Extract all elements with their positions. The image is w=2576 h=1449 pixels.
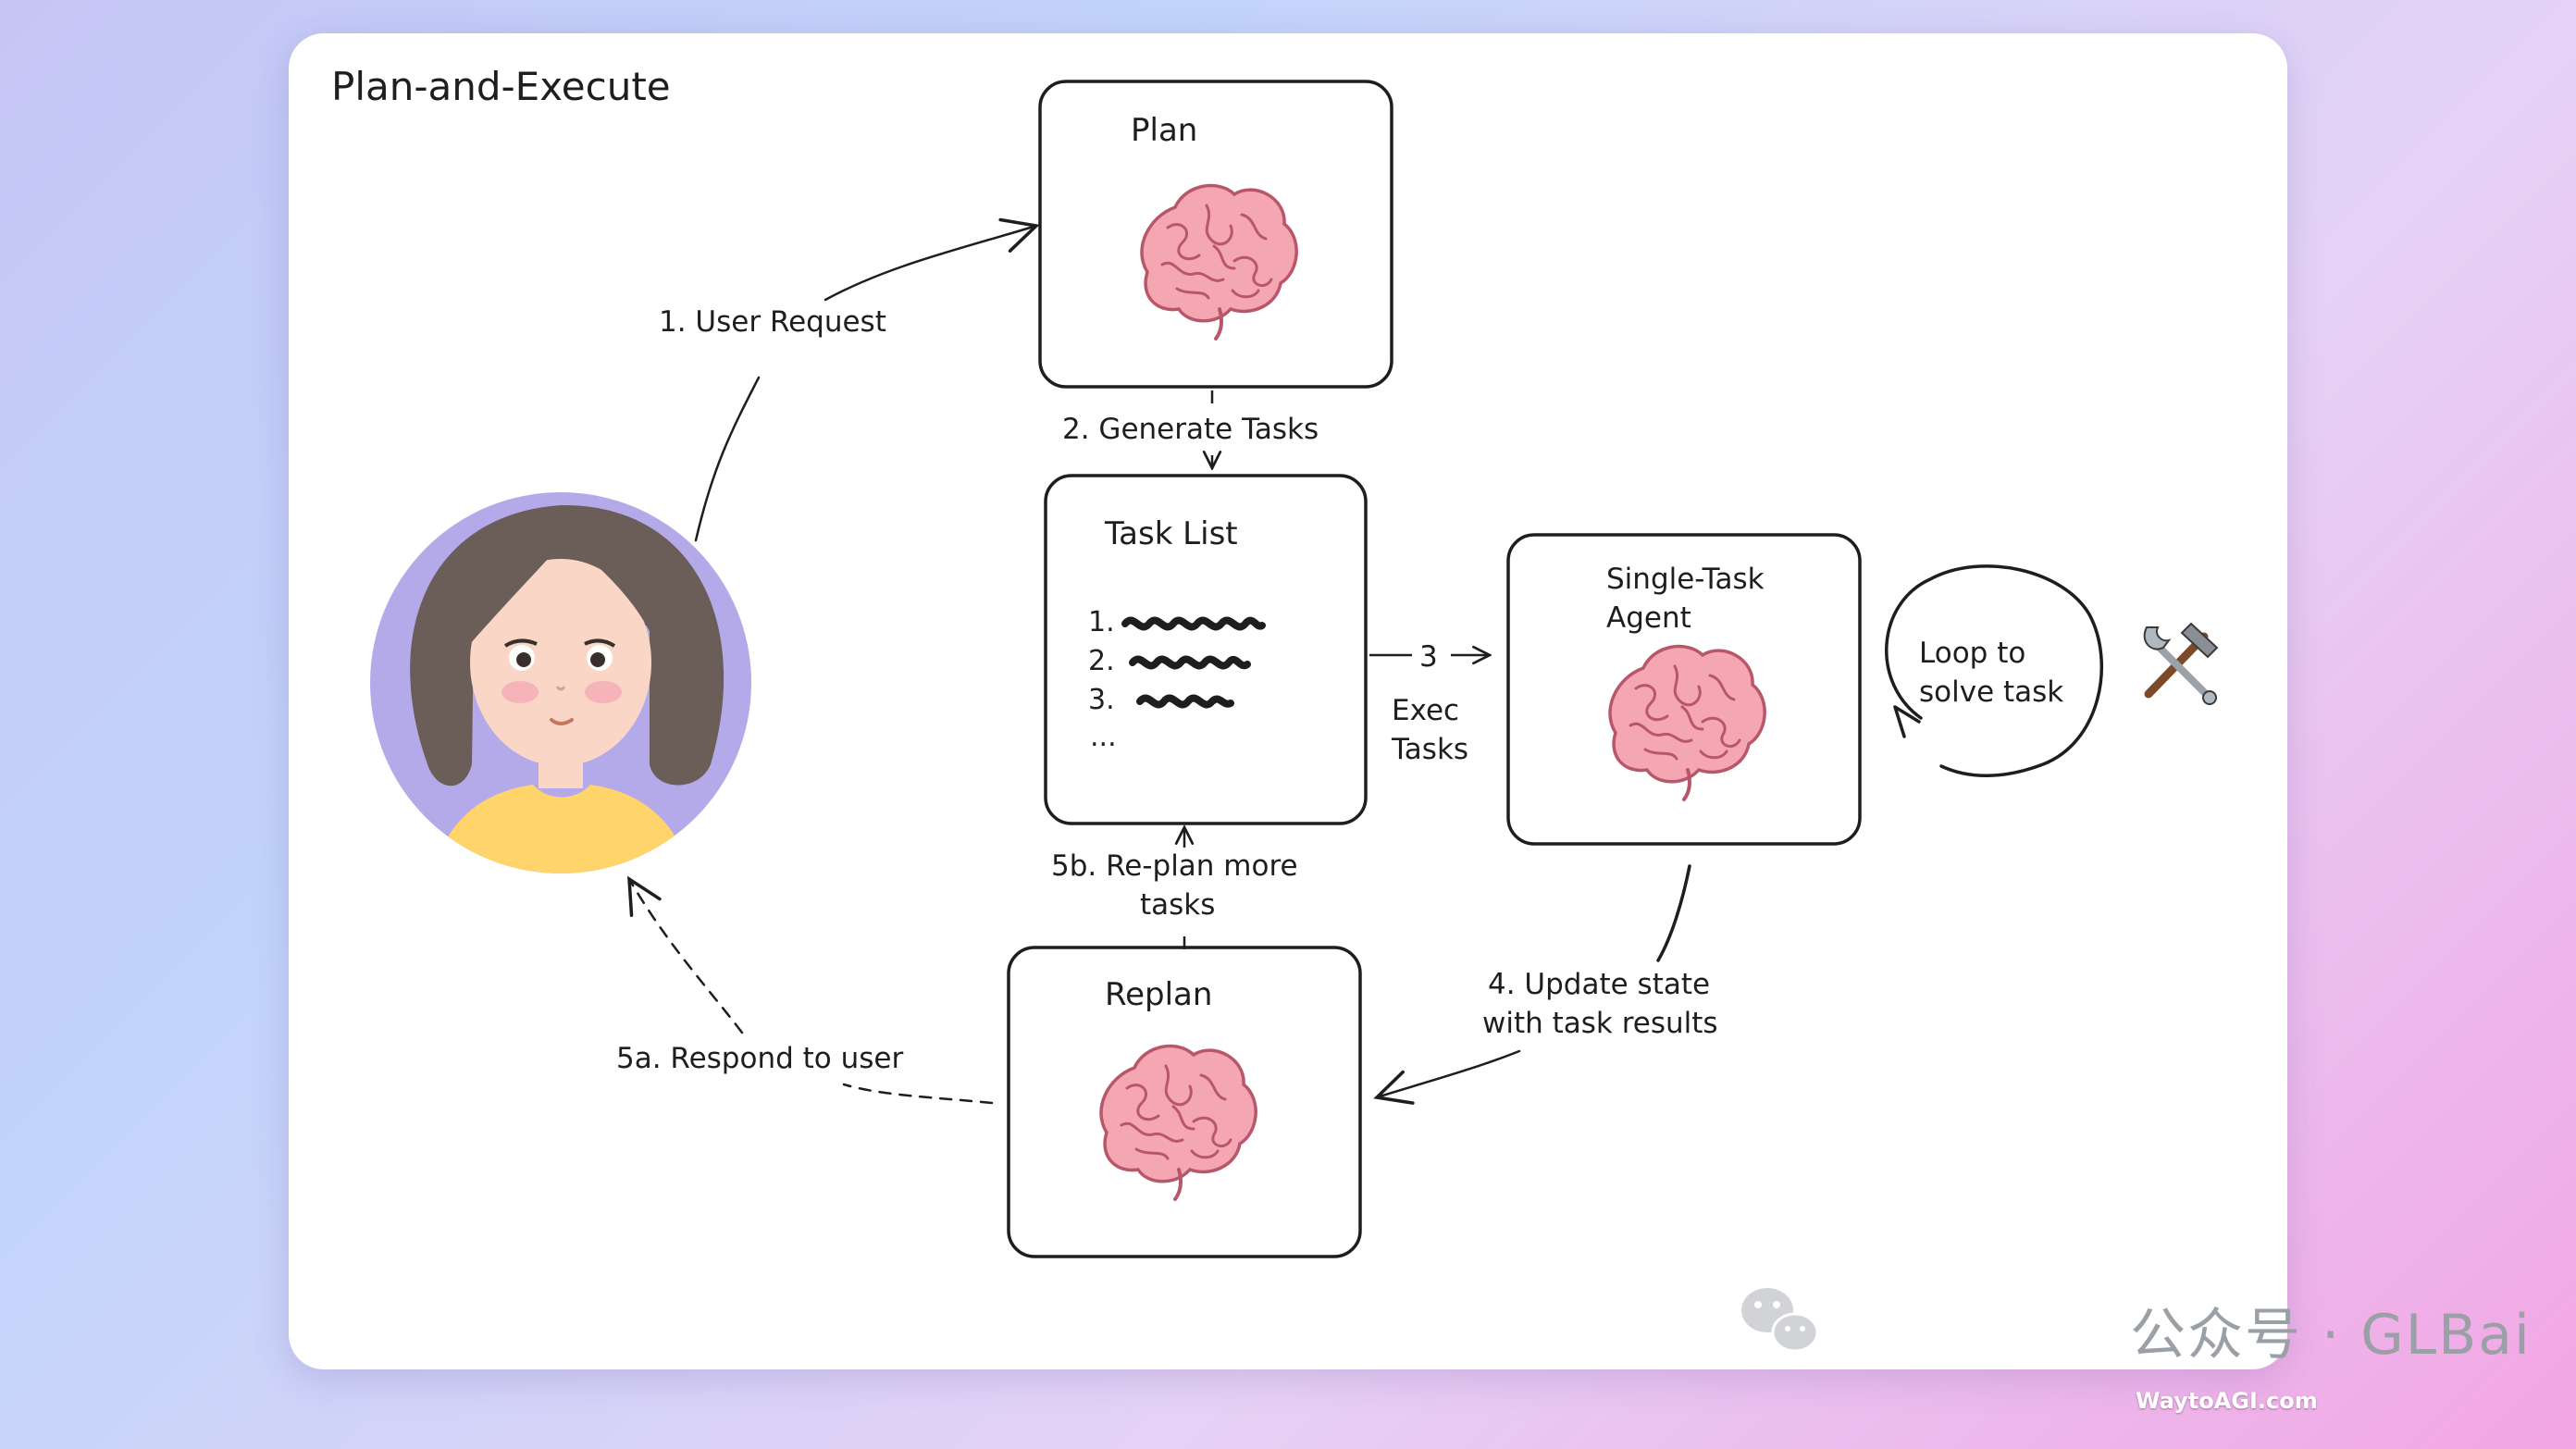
task-item-1-scribble — [1121, 616, 1266, 631]
edge-label-replan-line1: 5b. Re-plan more — [1051, 849, 1298, 883]
task-list-box — [1044, 474, 1368, 825]
edge-label-generate-tasks: 2. Generate Tasks — [1062, 413, 1319, 446]
loop-label-line2: solve task — [1919, 675, 2063, 709]
task-item-1-number: 1. — [1088, 606, 1115, 638]
edge-label-exec-number: 3 — [1419, 640, 1438, 674]
loop-arrowhead — [1893, 705, 1921, 738]
edge-user-request-lower — [694, 376, 761, 542]
corner-watermark: WaytoAGI.com — [2136, 1388, 2318, 1414]
agent-label-line1: Single-Task — [1606, 563, 1765, 596]
tools-icon — [2143, 622, 2219, 705]
diagram-card: Plan-and-Execute Plan Task List 1. 2. 3.… — [289, 33, 2530, 1369]
loop-circle — [1885, 564, 2104, 777]
agent-label-line2: Agent — [1606, 601, 1691, 635]
wechat-icon — [1741, 1288, 1819, 1353]
task-item-more: ... — [1090, 721, 1117, 753]
task-item-2-number: 2. — [1088, 645, 1115, 677]
user-avatar — [370, 492, 751, 873]
loop-label-line1: Loop to — [1919, 637, 2025, 670]
task-item-3-number: 3. — [1088, 684, 1115, 716]
edge-label-user-request: 1. User Request — [659, 305, 886, 339]
edge-label-update-line1: 4. Update state — [1488, 968, 1710, 1001]
watermark-text: 公众号 · GLBai — [2130, 1303, 2532, 1368]
task-item-2-scribble — [1129, 655, 1251, 670]
replan-label: Replan — [1105, 976, 1212, 1013]
edge-respond-arrow — [627, 875, 744, 1034]
plan-label: Plan — [1131, 112, 1197, 149]
edge-label-respond: 5a. Respond to user — [616, 1042, 903, 1075]
plan-and-execute-diagram: Plan-and-Execute Plan Task List 1. 2. 3.… — [331, 64, 2219, 1353]
edge-update-state-arrow — [1373, 1049, 1521, 1105]
edge-label-exec-line2: Tasks — [1391, 733, 1468, 766]
edge-respond-lower — [842, 1083, 994, 1105]
edge-label-replan-line2: tasks — [1140, 888, 1215, 922]
diagram-title: Plan-and-Execute — [331, 64, 671, 109]
edge-label-exec-line1: Exec — [1392, 694, 1459, 727]
task-list-label: Task List — [1104, 515, 1238, 552]
edge-update-state-top — [1656, 864, 1691, 962]
edge-label-update-line2: with task results — [1482, 1007, 1718, 1040]
task-item-3-scribble — [1136, 694, 1234, 709]
edge-user-request-arrow — [824, 217, 1040, 302]
